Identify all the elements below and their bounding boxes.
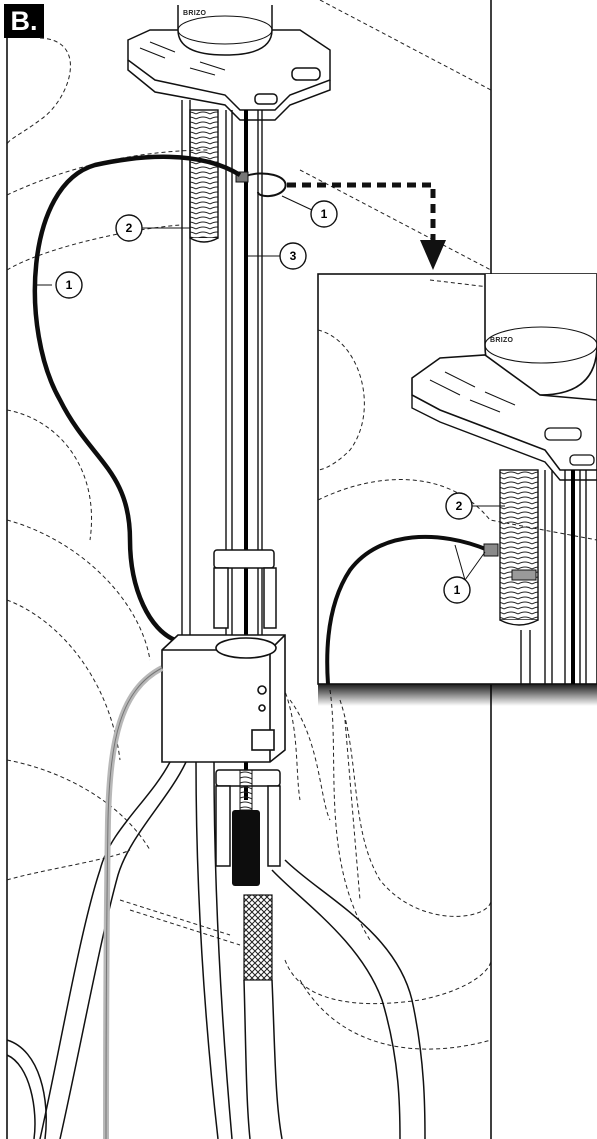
brand-label: BRIZO <box>183 10 207 17</box>
callout-hose-2: 2 <box>115 214 190 242</box>
supply-tubes <box>6 761 426 1139</box>
cable-1 <box>32 154 242 643</box>
arrow-head <box>420 240 446 270</box>
callout-rod-3: 3 <box>248 242 307 270</box>
callout-number: 1 <box>454 583 461 597</box>
control-box <box>161 634 286 763</box>
callout-cable-1-left: 1 <box>36 271 83 299</box>
coiled-hose-2 <box>189 109 219 243</box>
top-cylinder: BRIZO <box>177 5 273 56</box>
spring <box>239 769 253 811</box>
inset-callout-hose-2: 2 <box>445 492 473 520</box>
callout-arrow <box>287 182 436 240</box>
callout-number: 2 <box>456 499 463 513</box>
detail-inset: BRIZO <box>317 273 597 685</box>
inset-shadow <box>318 684 597 706</box>
callout-number: 3 <box>290 249 297 263</box>
grey-tube <box>103 665 164 1139</box>
inset-brand-label: BRIZO <box>490 337 514 344</box>
inset-callout-cable-1: 1 <box>443 576 471 604</box>
braided-hose <box>243 894 273 981</box>
callout-number: 1 <box>66 278 73 292</box>
mounting-plate <box>127 29 331 121</box>
clip-1 <box>245 172 287 198</box>
upper-bracket <box>213 549 277 629</box>
callout-clip-1: 1 <box>281 195 338 228</box>
callout-number: 1 <box>321 207 328 221</box>
step-label: B. <box>4 4 44 38</box>
hose-weight <box>232 810 260 886</box>
callout-number: 2 <box>126 221 133 235</box>
cable-connector <box>235 171 249 183</box>
